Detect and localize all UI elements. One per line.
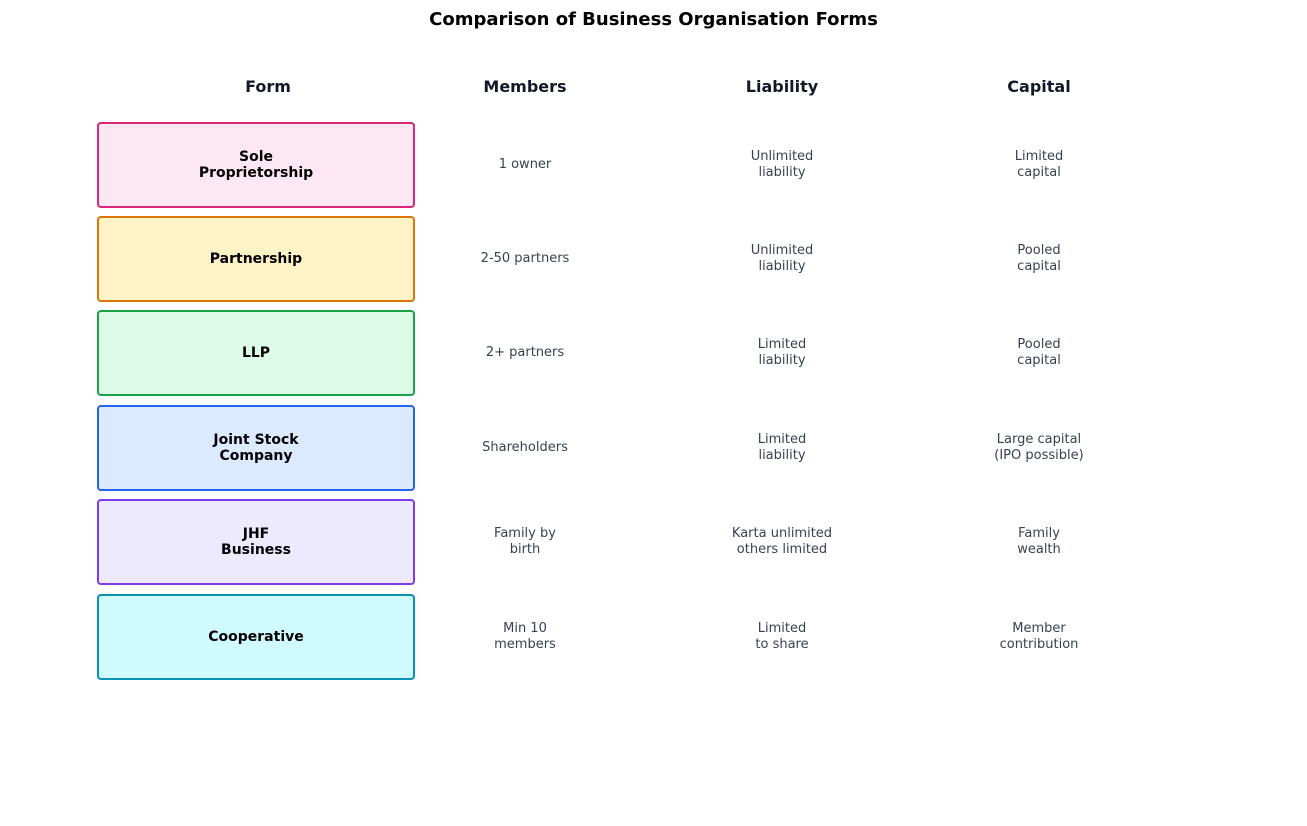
capital-cell: Limited capital [1014, 149, 1064, 180]
form-box-llp: LLP [97, 310, 415, 396]
capital-cell: Large capital (IPO possible) [994, 432, 1084, 463]
members-cell: Family by birth [494, 526, 556, 557]
members-cell: 2+ partners [485, 345, 565, 360]
liability-cell: Karta unlimited others limited [731, 526, 833, 557]
members-cell: Shareholders [482, 440, 568, 455]
liability-cell: Limited to share [755, 621, 809, 652]
header-members: Members [483, 77, 567, 96]
row-cooperative: Cooperative Min 10 members Limited to sh… [0, 594, 1307, 680]
row-llp: LLP 2+ partners Limited liability Pooled… [0, 310, 1307, 396]
liability-cell: Limited liability [757, 432, 807, 463]
form-box-partnership: Partnership [97, 216, 415, 302]
row-jhf-business: JHF Business Family by birth Karta unlim… [0, 499, 1307, 585]
header-form: Form [245, 77, 291, 96]
members-cell: 2-50 partners [480, 251, 570, 266]
liability-cell: Unlimited liability [750, 243, 814, 274]
row-partnership: Partnership 2-50 partners Unlimited liab… [0, 216, 1307, 302]
form-box-sole-proprietorship: Sole Proprietorship [97, 122, 415, 208]
header-liability: Liability [745, 77, 819, 96]
capital-cell: Pooled capital [1017, 243, 1061, 274]
capital-cell: Family wealth [1017, 526, 1061, 557]
form-box-jhf-business: JHF Business [97, 499, 415, 585]
form-box-joint-stock-company: Joint Stock Company [97, 405, 415, 491]
liability-cell: Limited liability [757, 337, 807, 368]
diagram-title: Comparison of Business Organisation Form… [429, 9, 878, 30]
capital-cell: Member contribution [999, 621, 1079, 652]
liability-cell: Unlimited liability [750, 149, 814, 180]
row-joint-stock-company: Joint Stock Company Shareholders Limited… [0, 405, 1307, 491]
form-box-cooperative: Cooperative [97, 594, 415, 680]
capital-cell: Pooled capital [1017, 337, 1061, 368]
row-sole-proprietorship: Sole Proprietorship 1 owner Unlimited li… [0, 122, 1307, 208]
header-capital: Capital [1007, 77, 1071, 96]
members-cell: 1 owner [498, 157, 552, 172]
members-cell: Min 10 members [494, 621, 556, 652]
